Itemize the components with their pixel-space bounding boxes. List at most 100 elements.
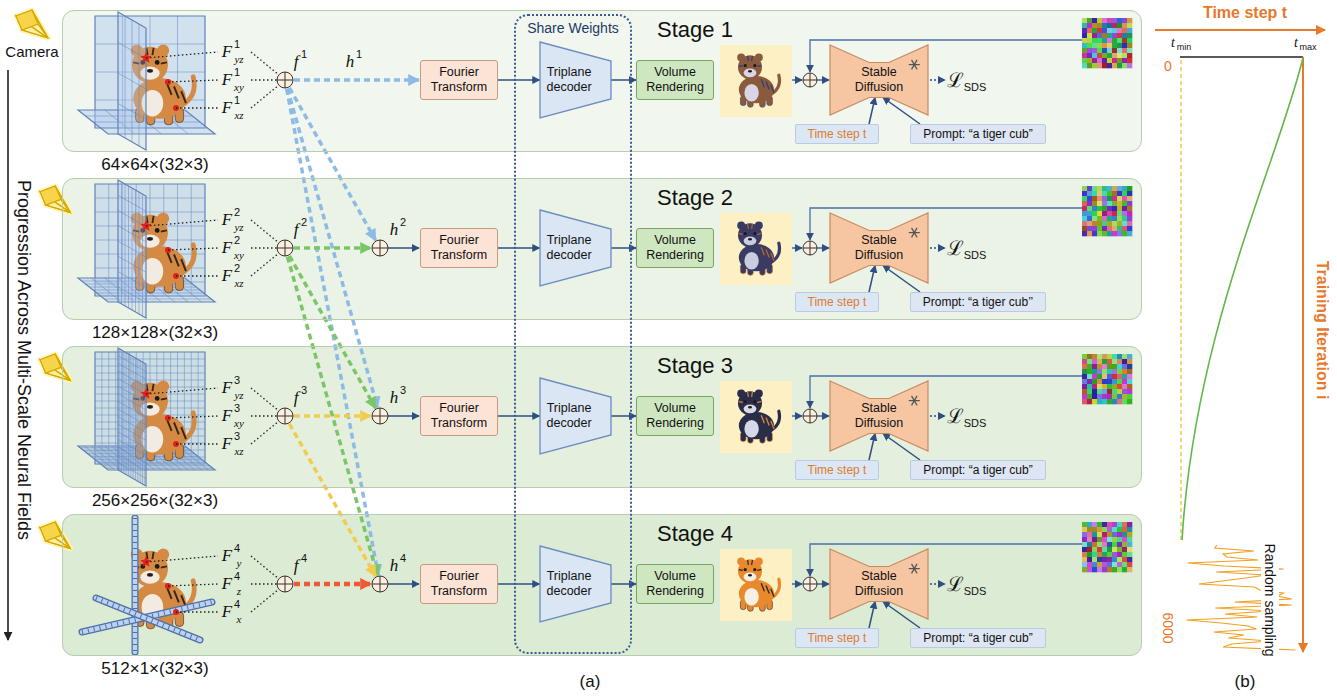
noise-image (1102, 527, 1107, 532)
noise-image (1122, 364, 1127, 369)
noise-image (1107, 18, 1112, 23)
noise-image (1122, 359, 1127, 364)
noise-image (1107, 186, 1112, 191)
noise-image (1087, 522, 1092, 527)
noise-image (1082, 63, 1087, 68)
feature-flow-arrow (287, 89, 377, 408)
model-outline (912, 228, 918, 238)
noise-image (1087, 562, 1092, 567)
stage-panel-fill (62, 178, 1142, 320)
noise-image (1107, 231, 1112, 236)
noise-image (1107, 63, 1112, 68)
tiger-figure (155, 60, 160, 65)
noise-image (1122, 399, 1127, 404)
leader-line (251, 421, 278, 444)
noise-image (1112, 221, 1117, 226)
noise-image (1102, 211, 1107, 216)
noise-image (1122, 196, 1127, 201)
model-outline (912, 60, 918, 70)
noise-image (1092, 38, 1097, 43)
noise-image (1087, 379, 1092, 384)
noise-image (1087, 389, 1092, 394)
sum-symbol (285, 72, 286, 88)
noise-image (1122, 58, 1127, 63)
resolution-label: 64×64×(32×3) (101, 155, 208, 175)
noise-image (1097, 48, 1102, 53)
noise-image (1122, 53, 1127, 58)
noise-image (1107, 542, 1112, 547)
feature-symbol: F (222, 406, 232, 426)
noise-image (1122, 522, 1127, 527)
noise-image (1082, 537, 1087, 542)
tiger-figure (753, 568, 756, 571)
noise-image (1127, 23, 1132, 28)
sum-symbol (285, 408, 286, 424)
noise-image (1122, 43, 1127, 48)
stage-panel-fill (62, 10, 1142, 656)
feature-symbol: 2 (400, 216, 406, 229)
noise-image (1097, 379, 1102, 384)
noise-image (1092, 379, 1097, 384)
sum-symbol (810, 409, 811, 423)
noise-image (1107, 206, 1112, 211)
model-block: Stable Diffusion (830, 381, 928, 451)
triplane-plane (118, 432, 146, 448)
sum-symbol (803, 73, 817, 87)
triplane-plane (118, 12, 146, 150)
process-box: Fourier Transform (420, 564, 498, 604)
noise-image (1087, 532, 1092, 537)
noise-image (1117, 364, 1122, 369)
rendered-view (720, 549, 792, 621)
tiger-figure (739, 76, 774, 103)
noise-image (1092, 211, 1097, 216)
tiger-figure (739, 244, 774, 271)
tiger-figure (152, 216, 153, 223)
noise-image (1082, 186, 1132, 236)
noise-image (1117, 221, 1122, 226)
noise-image (1087, 359, 1092, 364)
stage-title: Stage 2 (657, 185, 733, 210)
leader-line (251, 589, 278, 612)
noise-image (1087, 28, 1092, 33)
sum-symbol (372, 576, 388, 592)
sum-symbol (372, 576, 388, 592)
model-block: Stable Diffusion (830, 213, 928, 283)
noise-image (1102, 532, 1107, 537)
decoder-outline (540, 42, 611, 118)
input-box: Prompt: “a tiger cub” (910, 628, 1046, 648)
noise-image (1102, 201, 1107, 206)
noise-image (1112, 542, 1117, 547)
triplane-plane (142, 194, 143, 316)
noise-image (1122, 216, 1127, 221)
noise-image (1102, 196, 1107, 201)
camera-label: Camera (5, 43, 58, 60)
noise-image (1082, 532, 1087, 537)
triplane-plane (139, 192, 140, 314)
model-outline (912, 396, 918, 406)
noise-image (1097, 399, 1102, 404)
stage-title: Stage 3 (657, 353, 733, 378)
noise-image (1097, 369, 1102, 374)
noise-image (1087, 394, 1092, 399)
tiger-figure (147, 573, 153, 577)
noise-image (1102, 359, 1107, 364)
tiger-figure (766, 82, 769, 90)
flow-arrow (817, 583, 829, 584)
noise-image (1112, 527, 1117, 532)
tiger-figure (155, 228, 160, 233)
feature-symbol: 3 (234, 430, 240, 443)
noise-image (1102, 191, 1107, 196)
flow-arrow (388, 415, 419, 417)
tiger-figure (738, 223, 762, 247)
noise-image (1092, 186, 1097, 191)
noise-image (1107, 23, 1112, 28)
loss-symbol: ℒ (947, 237, 964, 260)
process-box: Fourier Transform (420, 228, 498, 268)
noise-image (1087, 537, 1092, 542)
noise-image (1082, 43, 1087, 48)
process-box: Volume Rendering (636, 228, 714, 268)
noise-image (1097, 23, 1102, 28)
feature-symbol: F (222, 70, 232, 90)
noise-image (1087, 384, 1092, 389)
leader-line (168, 416, 218, 418)
